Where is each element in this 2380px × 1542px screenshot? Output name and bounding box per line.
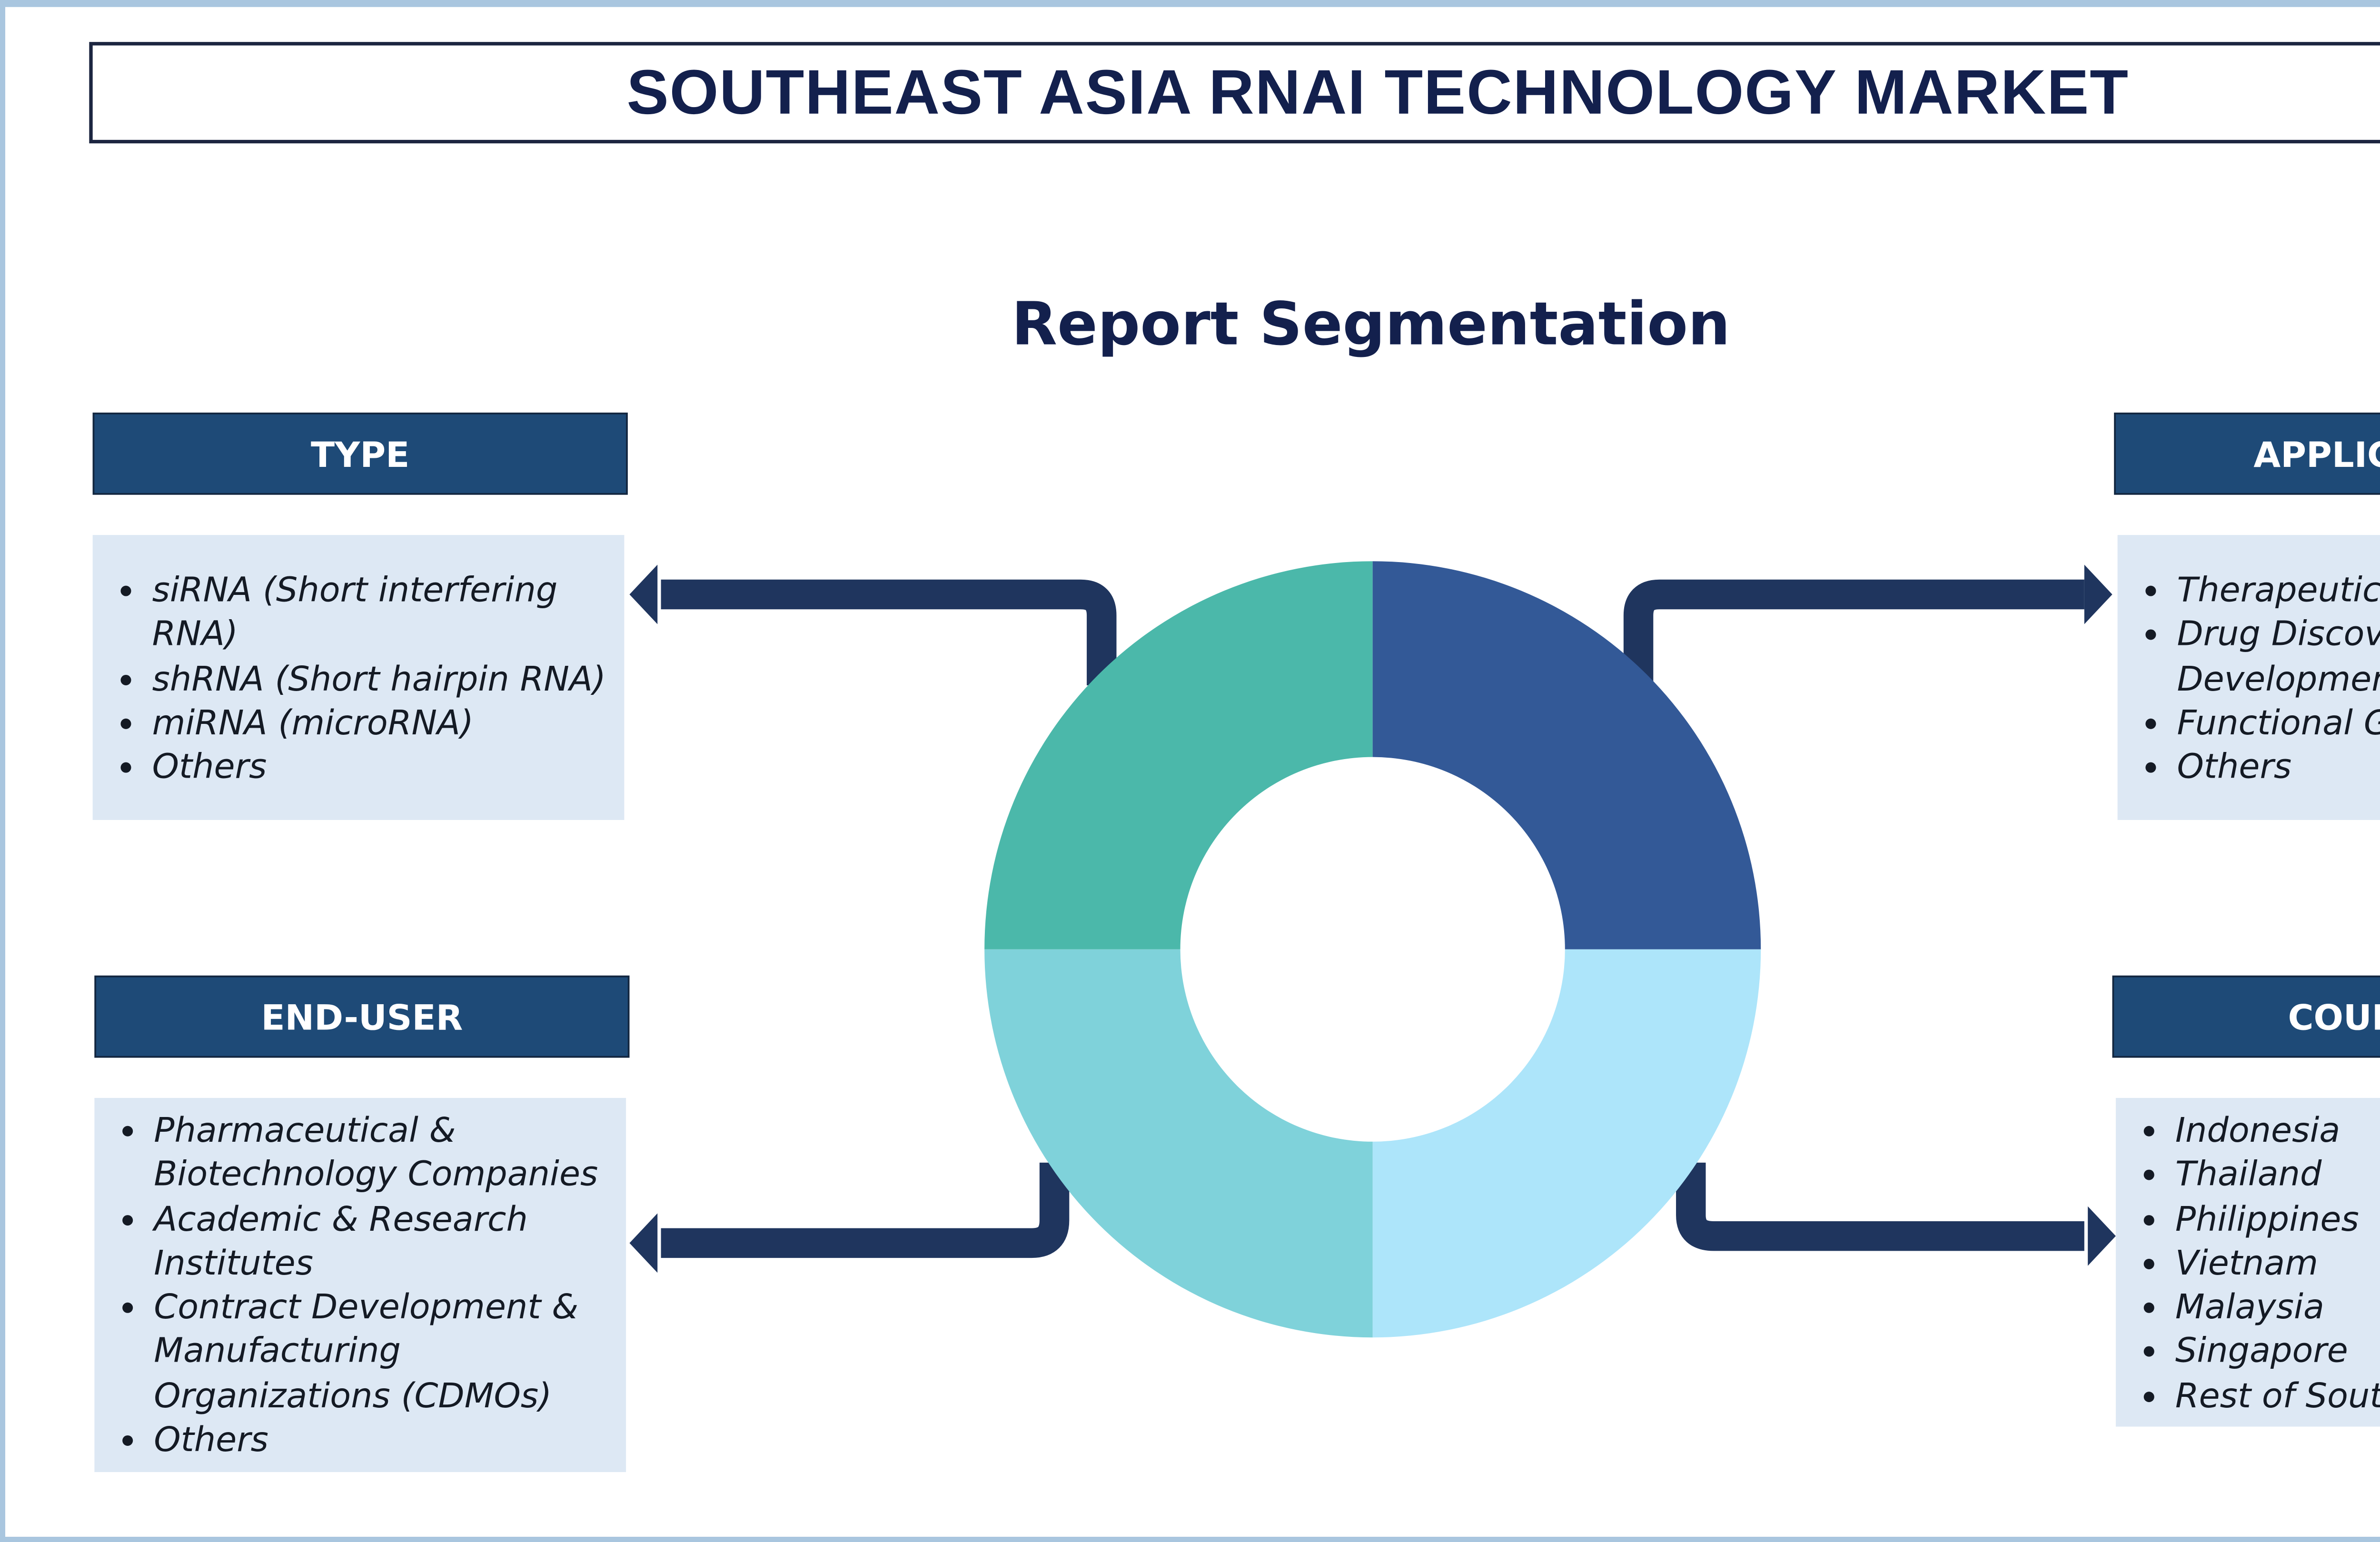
- list-item: Malaysia: [2140, 1285, 2380, 1330]
- list-item: Rest of Southeast Asia: [2140, 1374, 2380, 1418]
- end-user-list: Pharmaceutical & Biotechnology Companies…: [94, 1097, 626, 1473]
- donut-segment-top-right: [1372, 561, 1761, 949]
- list-item: shRNA (Short hairpin RNA): [117, 657, 610, 701]
- list-item: Functional Genomics: [2142, 701, 2380, 745]
- list-item: Others: [119, 1418, 612, 1462]
- arrowhead-application-icon: [2084, 564, 2112, 624]
- donut-segment-top-left: [984, 561, 1373, 949]
- list-item: Indonesia: [2140, 1108, 2380, 1153]
- list-item: Others: [2142, 745, 2380, 790]
- country-header: COUNTRY: [2112, 975, 2380, 1058]
- end-user-header-label: END-USER: [261, 996, 463, 1038]
- list-item: Academic & Research Institutes: [119, 1197, 556, 1285]
- type-list: siRNA (Short interfering RNA) shRNA (Sho…: [92, 535, 625, 820]
- list-item: Pharmaceutical & Biotechnology Companies: [119, 1108, 612, 1197]
- list-item: Contract Development & Manufacturing Org…: [119, 1285, 582, 1418]
- donut-segment-bottom-left: [984, 949, 1373, 1338]
- list-item: Philippines: [2140, 1197, 2380, 1241]
- title-box: SOUTHEAST ASIA RNAI TECHNOLOGY MARKET: [89, 42, 2380, 144]
- arrow-to-type: [661, 579, 1117, 686]
- country-list: Indonesia Thailand Philippines Vietnam M…: [2115, 1097, 2380, 1427]
- country-header-label: COUNTRY: [2288, 996, 2380, 1038]
- application-list: Therapeutics Drug Discovery & Developmen…: [2117, 535, 2380, 820]
- list-item: Drug Discovery & Development: [2142, 613, 2380, 701]
- list-item: Others: [117, 745, 610, 790]
- list-item: miRNA (microRNA): [117, 701, 610, 745]
- section-subtitle: Report Segmentation: [1012, 290, 1730, 360]
- arrow-to-application: [1623, 579, 2084, 686]
- arrowhead-country-icon: [2088, 1206, 2116, 1266]
- donut-segment-bottom-right: [1372, 949, 1761, 1338]
- type-header: TYPE: [92, 412, 628, 495]
- type-header-label: TYPE: [311, 433, 410, 475]
- list-item: Therapeutics: [2142, 568, 2380, 613]
- arrow-to-end-user: [661, 1162, 1070, 1258]
- end-user-header: END-USER: [94, 975, 630, 1058]
- arrowhead-end-user-icon: [629, 1213, 658, 1273]
- list-item: siRNA (Short interfering RNA): [117, 568, 572, 657]
- list-item: Thailand: [2140, 1153, 2380, 1197]
- list-item: Vietnam: [2140, 1241, 2380, 1285]
- page-title: SOUTHEAST ASIA RNAI TECHNOLOGY MARKET: [626, 56, 2129, 128]
- application-header: APPLICATION: [2114, 412, 2380, 495]
- list-item: Singapore: [2140, 1330, 2380, 1374]
- arrow-to-country: [1676, 1162, 2084, 1251]
- arrowhead-type-icon: [629, 564, 658, 624]
- application-header-label: APPLICATION: [2253, 433, 2380, 475]
